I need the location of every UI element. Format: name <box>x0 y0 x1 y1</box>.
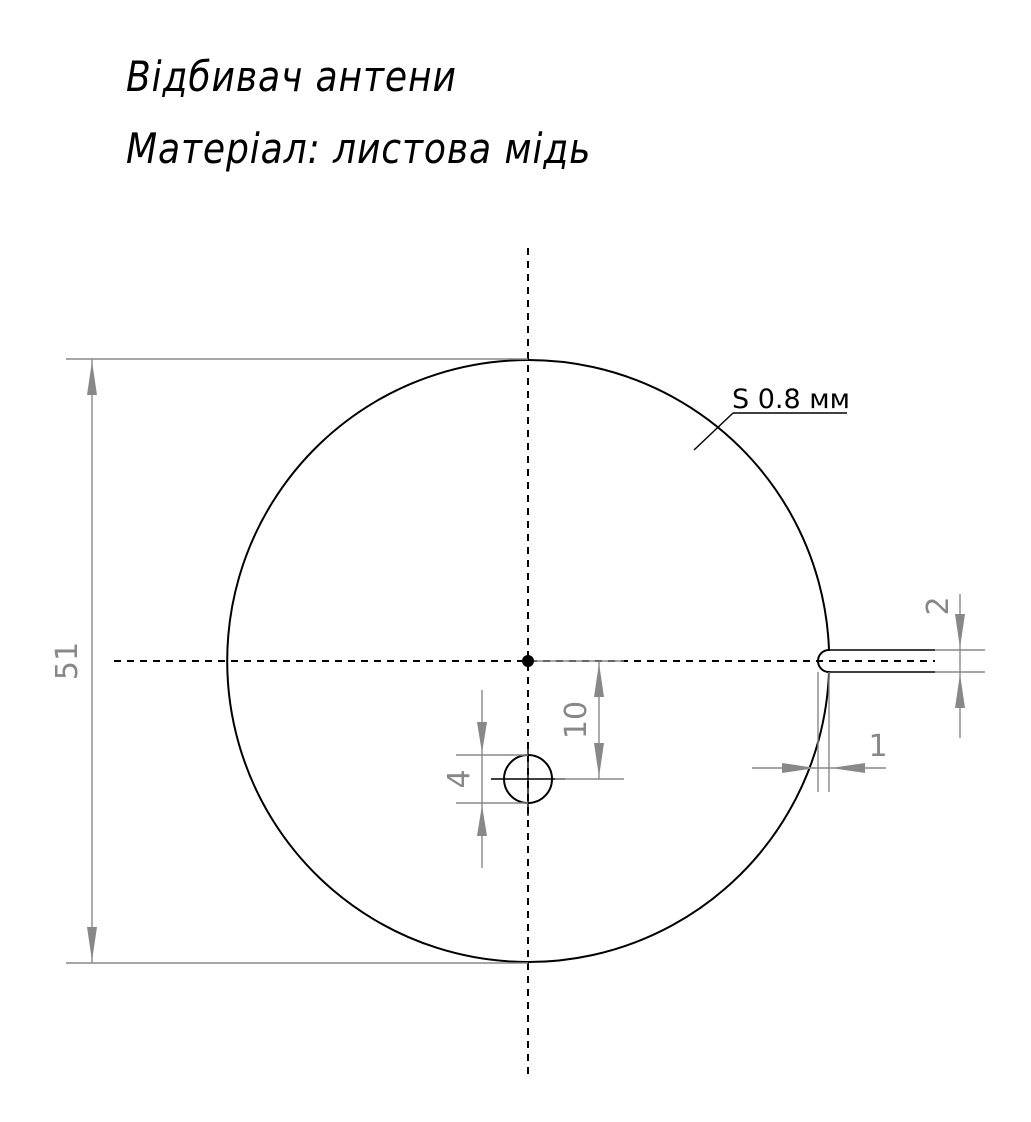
hole-diameter-label: 4 <box>442 769 477 788</box>
slot-width-label: 2 <box>921 596 956 615</box>
hole-diameter-dimension <box>456 690 528 868</box>
center-point <box>522 655 534 667</box>
slot-depth-dimension <box>752 672 886 792</box>
drawing-title: Відбивач антени <box>126 52 457 101</box>
thickness-leader <box>693 412 847 451</box>
reflector-disc-outline <box>226 359 831 963</box>
thickness-note: S 0.8 мм <box>732 384 850 415</box>
material-label: Матеріал: листова мідь <box>126 124 592 173</box>
diameter-label: 51 <box>50 642 85 680</box>
hole-offset-dimension <box>534 660 624 780</box>
hole-offset-label: 10 <box>559 701 594 739</box>
slot-depth-label: 1 <box>868 729 887 764</box>
slot-width-dimension <box>935 594 985 738</box>
diameter-dimension <box>66 358 528 964</box>
